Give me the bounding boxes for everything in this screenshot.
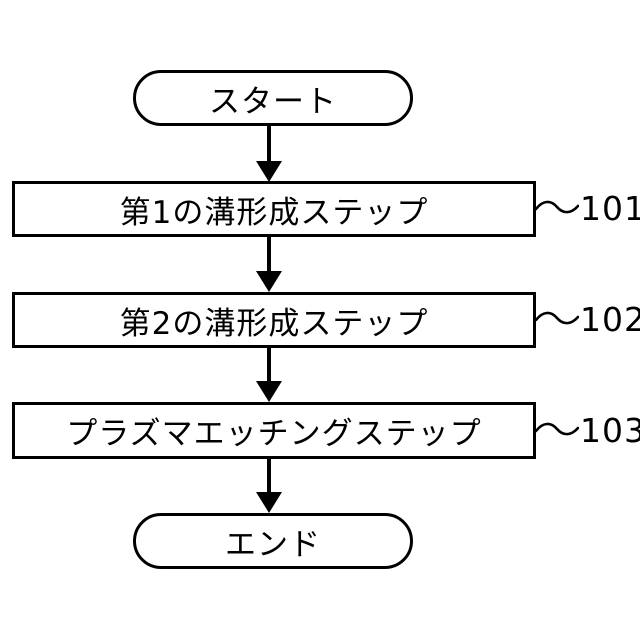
flow-arrow-line xyxy=(267,237,271,273)
ref-label-103: 103 xyxy=(535,413,640,447)
process-step-1-box: 第1の溝形成ステップ xyxy=(12,181,536,237)
process-step-2-label: 第2の溝形成ステップ xyxy=(119,305,429,342)
ref-number-102: 102 xyxy=(580,299,640,339)
process-step-2-box: 第2の溝形成ステップ xyxy=(12,292,536,348)
end-terminal: エンド xyxy=(133,513,413,569)
start-terminal-label: スタート xyxy=(209,83,337,120)
flow-arrow-line xyxy=(267,348,271,383)
arrowhead-down-icon xyxy=(256,492,282,513)
arrowhead-down-icon xyxy=(256,271,282,292)
arrowhead-down-icon xyxy=(256,161,282,182)
process-step-3-box: プラズマエッチングステップ xyxy=(12,402,536,459)
flow-arrow-line xyxy=(267,459,271,494)
ref-label-102: 102 xyxy=(535,302,640,336)
end-terminal-label: エンド xyxy=(225,526,321,563)
tilde-connector-icon xyxy=(535,200,579,214)
process-step-1-label: 第1の溝形成ステップ xyxy=(119,194,429,231)
tilde-connector-icon xyxy=(535,422,579,436)
ref-label-101: 101 xyxy=(535,191,640,225)
ref-number-103: 103 xyxy=(580,410,640,450)
flow-arrow-line xyxy=(267,126,271,163)
tilde-connector-icon xyxy=(535,311,579,325)
start-terminal: スタート xyxy=(133,70,413,126)
process-step-3-label: プラズマエッチングステップ xyxy=(66,416,482,452)
arrowhead-down-icon xyxy=(256,381,282,402)
ref-number-101: 101 xyxy=(580,188,640,228)
